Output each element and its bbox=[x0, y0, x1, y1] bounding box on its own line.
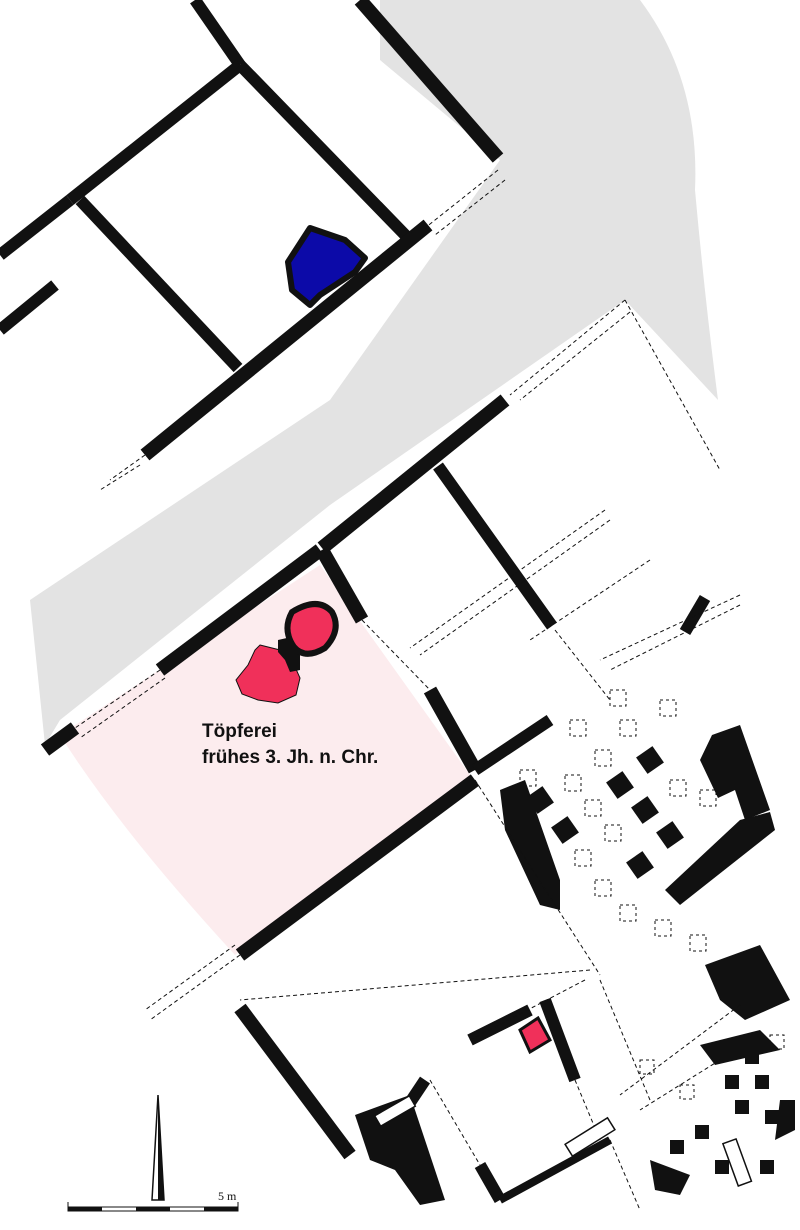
blue-kiln bbox=[285, 225, 368, 308]
workshop-label-line2: frühes 3. Jh. n. Chr. bbox=[202, 747, 378, 768]
street-area bbox=[30, 0, 718, 745]
hypocaust-pillar-outlines bbox=[519, 689, 785, 1100]
reconstructed-walls bbox=[74, 169, 741, 1211]
small-red-kiln bbox=[518, 1015, 553, 1055]
hypocaust-block-east bbox=[355, 725, 795, 1205]
scale-bar-label: 5 m bbox=[218, 1189, 237, 1203]
pottery-kiln bbox=[235, 601, 339, 704]
pottery-workshop-area bbox=[60, 565, 470, 955]
stone-slabs bbox=[373, 1094, 753, 1187]
north-arrow-icon bbox=[151, 1094, 165, 1201]
workshop-label-line1: Töpferei bbox=[202, 721, 277, 742]
scale-bar bbox=[67, 1202, 239, 1212]
walls bbox=[0, 0, 711, 1204]
